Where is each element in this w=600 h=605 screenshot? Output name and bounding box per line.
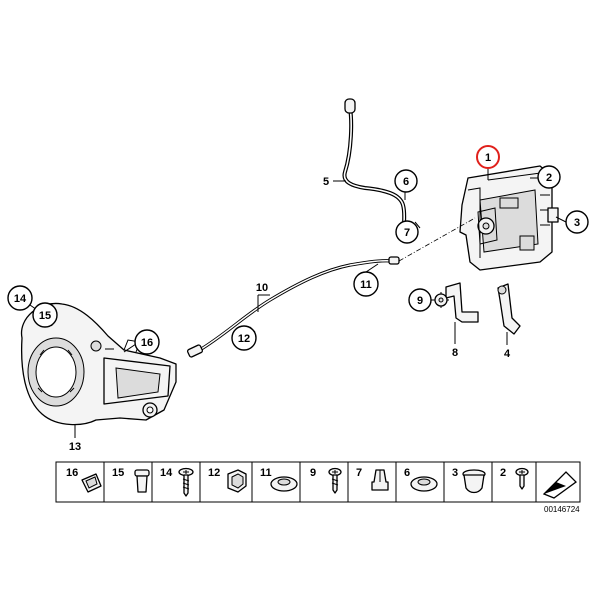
legend-item-9: 9 xyxy=(310,467,342,494)
svg-text:7: 7 xyxy=(404,227,410,239)
direction-arrow-icon xyxy=(542,471,577,499)
callout-6: 6 xyxy=(394,169,418,193)
expanding-rivet-icon xyxy=(134,469,150,493)
screw-gear-part xyxy=(433,292,449,308)
svg-text:14: 14 xyxy=(160,467,173,479)
svg-text:11: 11 xyxy=(260,467,272,479)
callout-5: 5 xyxy=(323,176,329,188)
svg-text:10: 10 xyxy=(256,282,268,294)
svg-text:3: 3 xyxy=(574,217,580,229)
callout-3: 3 xyxy=(565,210,589,234)
callout-15: 15 xyxy=(32,302,58,328)
callout-13: 13 xyxy=(69,441,81,453)
svg-text:9: 9 xyxy=(310,467,316,479)
svg-text:8: 8 xyxy=(452,347,458,359)
legend-item-11: 11 xyxy=(260,467,298,492)
svg-text:4: 4 xyxy=(504,348,511,360)
svg-text:13: 13 xyxy=(69,441,81,453)
svg-text:7: 7 xyxy=(356,467,362,479)
callout-1: 1 xyxy=(476,145,500,169)
door-handle-carrier-part xyxy=(20,302,177,426)
svg-text:3: 3 xyxy=(452,467,458,479)
bowden-cable-part xyxy=(186,217,476,358)
legend-item-15: 15 xyxy=(112,467,150,493)
rod-part xyxy=(342,98,407,226)
svg-text:14: 14 xyxy=(14,293,27,305)
svg-text:6: 6 xyxy=(404,467,410,479)
svg-text:2: 2 xyxy=(546,172,552,184)
svg-text:15: 15 xyxy=(39,310,51,322)
grommet-icon xyxy=(410,476,438,492)
svg-text:5: 5 xyxy=(323,176,329,188)
plug-icon xyxy=(462,469,486,494)
legend-item-6: 6 xyxy=(404,467,438,492)
legend-item-3: 3 xyxy=(452,467,486,494)
callout-4: 4 xyxy=(504,348,511,360)
svg-text:12: 12 xyxy=(238,333,250,345)
legend-item-12: 12 xyxy=(208,467,247,493)
screw-icon xyxy=(515,467,529,490)
lever-part xyxy=(497,283,521,335)
screw-icon xyxy=(328,467,342,494)
grommet-icon xyxy=(270,476,298,492)
cable-holder-icon xyxy=(227,469,247,493)
svg-text:6: 6 xyxy=(403,176,409,188)
svg-text:12: 12 xyxy=(208,467,220,479)
svg-text:16: 16 xyxy=(141,337,153,349)
parts-legend: 16 15 14 12 xyxy=(55,461,581,503)
svg-text:2: 2 xyxy=(500,467,506,479)
callout-12: 12 xyxy=(231,325,257,351)
screw-icon xyxy=(178,467,194,497)
document-number: 00146724 xyxy=(544,505,580,514)
callout-8: 8 xyxy=(452,347,458,359)
callout-7: 7 xyxy=(395,220,419,244)
callout-16: 16 xyxy=(134,329,160,355)
door-lock-part xyxy=(459,165,559,271)
callout-11: 11 xyxy=(353,271,379,297)
legend-item-7: 7 xyxy=(356,467,389,491)
callout-2: 2 xyxy=(537,165,561,189)
svg-text:9: 9 xyxy=(417,295,423,307)
clip-icon xyxy=(81,473,102,493)
legend-item-2: 2 xyxy=(500,467,529,490)
svg-text:11: 11 xyxy=(360,279,372,291)
svg-text:16: 16 xyxy=(66,467,78,479)
svg-text:15: 15 xyxy=(112,467,124,479)
legend-item-16: 16 xyxy=(66,467,102,493)
legend-item-14: 14 xyxy=(160,467,194,497)
svg-text:1: 1 xyxy=(485,152,491,164)
callout-10: 10 xyxy=(256,282,268,294)
bracket-part xyxy=(445,282,479,323)
callout-14: 14 xyxy=(7,285,33,311)
callout-9: 9 xyxy=(408,288,432,312)
clip-icon xyxy=(371,469,389,491)
